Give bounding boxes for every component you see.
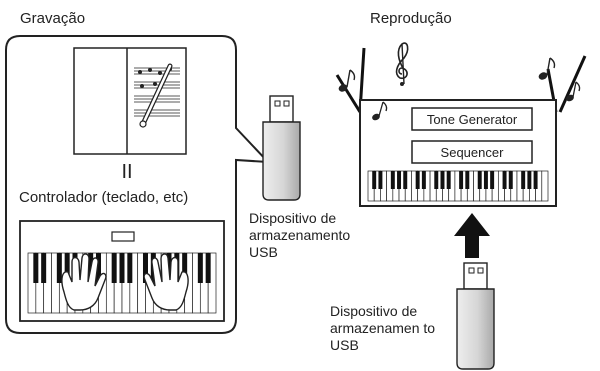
usb-left-caption: Dispositivo de armazenamento USB — [249, 210, 351, 260]
black-key — [111, 253, 117, 283]
playback-piano: Tone Generator Sequencer — [335, 47, 587, 207]
hand-icon — [143, 253, 189, 311]
black-key — [378, 171, 383, 189]
white-key — [541, 170, 549, 202]
black-key — [477, 171, 482, 189]
music-note-icon — [538, 57, 556, 80]
black-key — [527, 171, 532, 189]
playback-title: Reprodução — [370, 10, 452, 27]
music-note-icon — [372, 101, 388, 121]
black-key — [372, 171, 377, 189]
black-key — [56, 253, 62, 283]
equals-mark: II — [121, 161, 132, 183]
black-key — [197, 253, 203, 283]
black-key — [64, 253, 70, 283]
usb-stick-icon — [456, 262, 495, 370]
treble-clef-icon — [395, 42, 409, 86]
black-key — [490, 171, 495, 189]
black-key — [119, 253, 125, 283]
black-key — [533, 171, 538, 189]
tone-generator-label: Tone Generator — [427, 112, 518, 127]
black-key — [483, 171, 488, 189]
black-key — [508, 171, 513, 189]
music-note-icon — [338, 69, 356, 92]
recording-panel: II — [5, 35, 271, 334]
black-key — [440, 171, 445, 189]
sequencer-label: Sequencer — [441, 145, 505, 160]
black-key — [459, 171, 464, 189]
arrow-up-icon — [454, 213, 490, 258]
sheet-music-icon — [73, 47, 187, 155]
keyboard-icon — [367, 170, 549, 202]
black-key — [41, 253, 47, 283]
black-key — [403, 171, 408, 189]
usb-stick-icon — [262, 95, 301, 201]
black-key — [397, 171, 402, 189]
recording-title: Gravação — [20, 10, 86, 27]
black-key — [434, 171, 439, 189]
black-key — [95, 253, 101, 283]
usb-right-caption: Dispositivo de armazenamen to USB — [330, 303, 436, 353]
music-note-icon — [566, 81, 581, 102]
black-key — [446, 171, 451, 189]
black-key — [205, 253, 211, 283]
black-key — [421, 171, 426, 189]
controller-label: Controlador (teclado, etc) — [19, 189, 189, 206]
black-key — [182, 253, 188, 283]
hand-icon — [61, 253, 107, 311]
black-key — [521, 171, 526, 189]
black-key — [502, 171, 507, 189]
pen-icon — [139, 63, 173, 128]
black-key — [415, 171, 420, 189]
tone-generator-box — [411, 107, 533, 131]
black-key — [390, 171, 395, 189]
sequencer-box — [411, 140, 533, 164]
black-key — [127, 253, 133, 283]
keyboard-icon — [19, 220, 225, 322]
black-key — [142, 253, 148, 283]
black-key — [465, 171, 470, 189]
black-key — [33, 253, 39, 283]
